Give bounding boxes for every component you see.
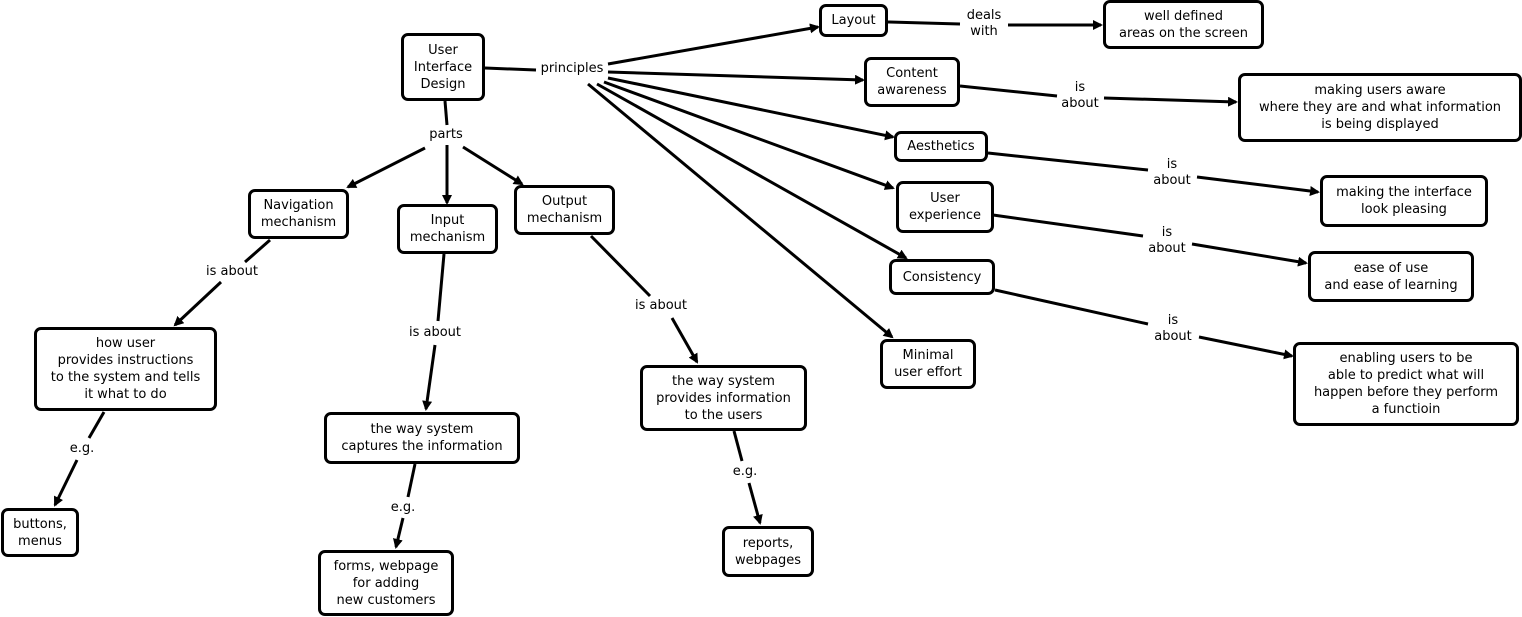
edge-isabout-inputdesc bbox=[422, 344, 437, 411]
node-consistency[interactable]: Consistency bbox=[889, 259, 995, 295]
link-label-aesthetics-is-about: is about bbox=[1151, 157, 1193, 189]
edge-principles-content bbox=[607, 70, 865, 85]
edge-consistency-isabout bbox=[994, 288, 1149, 326]
node-aesthetics-description[interactable]: making the interface look pleasing bbox=[1320, 175, 1488, 227]
edge-outputdesc-eg bbox=[732, 430, 744, 462]
node-input-mechanism[interactable]: Input mechanism bbox=[397, 204, 498, 254]
edge-isabout-contentdesc bbox=[1103, 96, 1238, 107]
node-user-interface-design[interactable]: User Interface Design bbox=[401, 33, 485, 101]
node-layout-description[interactable]: well defined areas on the screen bbox=[1103, 0, 1264, 49]
edge-isabout-aestheticsdesc bbox=[1196, 175, 1320, 196]
edge-output-isabout bbox=[589, 234, 652, 298]
node-reports-webpages[interactable]: reports, webpages bbox=[722, 526, 814, 577]
link-label-nav-eg: e.g. bbox=[67, 441, 97, 457]
link-label-output-is-about: is about bbox=[632, 298, 690, 314]
edge-uid-principles bbox=[484, 66, 537, 72]
edge-principles-aesthetics bbox=[607, 76, 895, 141]
link-label-deals-with: deals with bbox=[964, 8, 1004, 40]
edge-inputdesc-eg bbox=[406, 463, 417, 498]
edge-content-isabout bbox=[959, 84, 1058, 98]
edge-principles-ux bbox=[603, 80, 895, 190]
node-minimal-user-effort[interactable]: Minimal user effort bbox=[880, 339, 976, 389]
link-label-output-eg: e.g. bbox=[730, 464, 760, 480]
link-label-parts: parts bbox=[427, 127, 465, 143]
edge-nav-isabout bbox=[244, 238, 271, 264]
edge-eg-buttons bbox=[53, 459, 79, 507]
edge-principles-layout bbox=[607, 23, 820, 66]
node-ux-description[interactable]: ease of use and ease of learning bbox=[1308, 251, 1474, 302]
edge-isabout-outputdesc bbox=[670, 317, 699, 364]
edge-ux-isabout bbox=[992, 213, 1144, 238]
link-label-input-is-about: is about bbox=[406, 325, 464, 341]
edge-isabout-uxdesc bbox=[1191, 242, 1308, 267]
link-label-content-is-about: is about bbox=[1059, 80, 1101, 112]
edge-navdesc-eg bbox=[87, 411, 106, 439]
node-buttons-menus[interactable]: buttons, menus bbox=[1, 508, 79, 557]
edge-eg-reports bbox=[747, 482, 763, 525]
node-consistency-description[interactable]: enabling users to be able to predict wha… bbox=[1293, 342, 1519, 426]
edge-parts-output bbox=[462, 145, 524, 186]
edge-uid-parts bbox=[443, 100, 449, 126]
node-content-awareness[interactable]: Content awareness bbox=[864, 57, 960, 107]
node-input-description[interactable]: the way system captures the information bbox=[324, 412, 520, 464]
node-aesthetics[interactable]: Aesthetics bbox=[894, 131, 988, 162]
node-forms-webpage[interactable]: forms, webpage for adding new customers bbox=[318, 550, 454, 616]
edge-aesthetics-isabout bbox=[987, 151, 1149, 172]
link-label-input-eg: e.g. bbox=[388, 500, 418, 516]
link-label-consistency-is-about: is about bbox=[1152, 313, 1194, 345]
node-output-mechanism[interactable]: Output mechanism bbox=[514, 185, 615, 235]
edge-isabout-navdesc bbox=[173, 280, 223, 327]
edge-principles-consistency bbox=[596, 82, 908, 260]
node-output-description[interactable]: the way system provides information to t… bbox=[640, 365, 807, 431]
node-layout[interactable]: Layout bbox=[819, 4, 888, 37]
node-content-description[interactable]: making users aware where they are and wh… bbox=[1238, 73, 1522, 142]
edge-eg-forms bbox=[393, 517, 405, 549]
edge-input-isabout bbox=[436, 253, 446, 322]
node-nav-description[interactable]: how user provides instructions to the sy… bbox=[34, 327, 217, 411]
node-user-experience[interactable]: User experience bbox=[896, 181, 994, 233]
edge-isabout-consistencydesc bbox=[1198, 335, 1294, 360]
link-label-ux-is-about: is about bbox=[1146, 225, 1188, 257]
link-label-principles: principles bbox=[538, 61, 606, 77]
edge-layout-deals bbox=[887, 20, 961, 26]
edge-parts-nav bbox=[346, 146, 426, 189]
link-label-nav-is-about: is about bbox=[203, 264, 261, 280]
edge-principles-minimal bbox=[587, 82, 894, 339]
node-navigation-mechanism[interactable]: Navigation mechanism bbox=[248, 189, 349, 239]
